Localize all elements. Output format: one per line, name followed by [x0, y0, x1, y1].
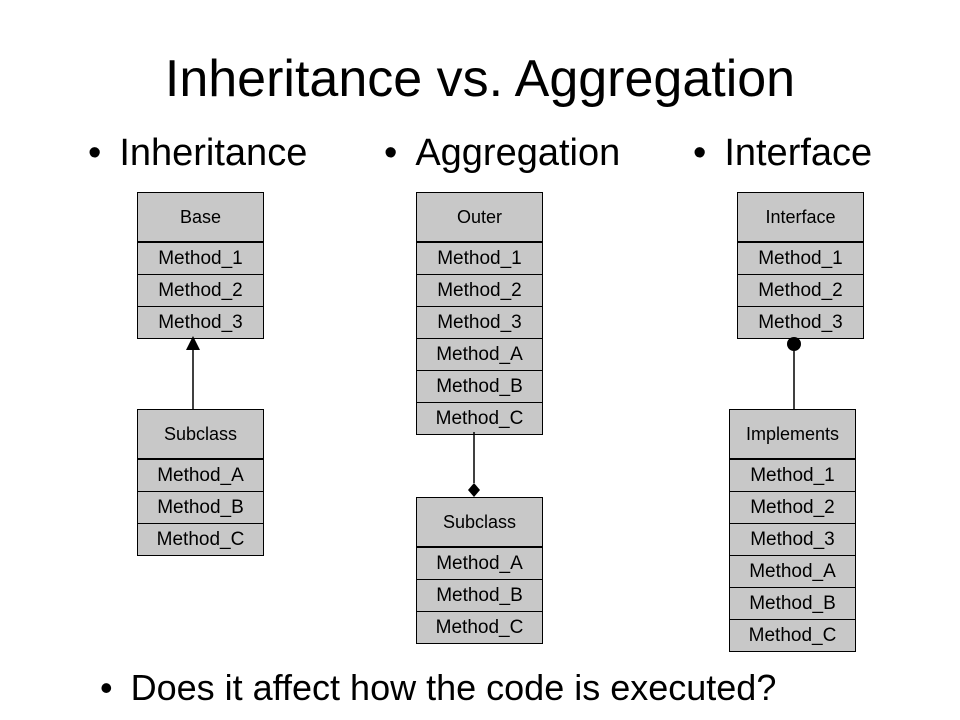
method-row: Method_1 — [730, 459, 855, 491]
bullet-dot: • — [88, 132, 102, 174]
method-row: Method_A — [417, 338, 542, 370]
bullet-aggregation: • Aggregation — [384, 130, 620, 176]
method-row: Method_B — [730, 587, 855, 619]
bullet-inheritance: • Inheritance — [88, 130, 307, 176]
class-box-implements: Implements Method_1 Method_2 Method_3 Me… — [729, 409, 856, 652]
method-row: Method_2 — [738, 274, 863, 306]
footer-question: • Does it affect how the code is executed… — [100, 665, 776, 711]
bullet-dot: • — [384, 132, 398, 174]
bullet-dot: • — [693, 132, 707, 174]
heading-inheritance: Inheritance — [119, 132, 308, 174]
bullet-dot: • — [100, 667, 113, 708]
class-box-interface: Interface Method_1 Method_2 Method_3 — [737, 192, 864, 339]
method-row: Method_3 — [730, 523, 855, 555]
method-row: Method_A — [730, 555, 855, 587]
method-row: Method_C — [138, 523, 263, 555]
method-row: Method_A — [138, 459, 263, 491]
method-row: Method_B — [417, 579, 542, 611]
class-box-outer: Outer Method_1 Method_2 Method_3 Method_… — [416, 192, 543, 435]
method-row: Method_3 — [738, 306, 863, 338]
class-name: Base — [138, 193, 263, 242]
class-box-aggregated-subclass: Subclass Method_A Method_B Method_C — [416, 497, 543, 644]
method-row: Method_B — [138, 491, 263, 523]
class-name: Outer — [417, 193, 542, 242]
class-name: Implements — [730, 410, 855, 459]
class-box-base: Base Method_1 Method_2 Method_3 — [137, 192, 264, 339]
method-row: Method_A — [417, 547, 542, 579]
method-row: Method_2 — [138, 274, 263, 306]
method-row: Method_C — [417, 611, 542, 643]
heading-aggregation: Aggregation — [415, 132, 621, 174]
method-row: Method_2 — [730, 491, 855, 523]
method-row: Method_1 — [138, 242, 263, 274]
method-row: Method_1 — [417, 242, 542, 274]
heading-interface: Interface — [724, 132, 873, 174]
method-row: Method_1 — [738, 242, 863, 274]
method-row: Method_C — [730, 619, 855, 651]
method-row: Method_3 — [417, 306, 542, 338]
method-row: Method_2 — [417, 274, 542, 306]
aggregation-diamond-icon — [468, 483, 480, 497]
class-name: Subclass — [138, 410, 263, 459]
class-name: Subclass — [417, 498, 542, 547]
bullet-interface: • Interface — [693, 130, 872, 176]
class-name: Interface — [738, 193, 863, 242]
method-row: Method_C — [417, 402, 542, 434]
method-row: Method_B — [417, 370, 542, 402]
footer-text: Does it affect how the code is executed? — [130, 667, 777, 708]
class-box-subclass: Subclass Method_A Method_B Method_C — [137, 409, 264, 556]
slide-title: Inheritance vs. Aggregation — [164, 50, 796, 108]
method-row: Method_3 — [138, 306, 263, 338]
interface-lollipop-icon — [787, 337, 801, 351]
